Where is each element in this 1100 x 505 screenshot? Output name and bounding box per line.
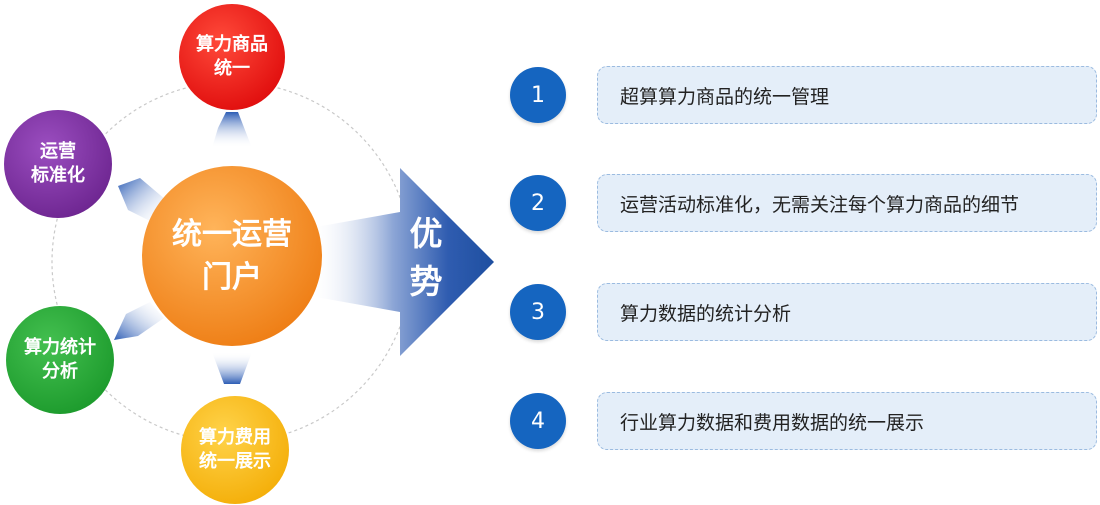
advantage-item-1: 超算算力商品的统一管理 <box>597 66 1097 124</box>
node-cost <box>181 396 289 504</box>
advantage-arrow <box>310 168 494 356</box>
center-hub <box>142 166 322 346</box>
advantage-item-4: 行业算力数据和费用数据的统一展示 <box>597 392 1097 450</box>
item-number-4: 4 <box>510 393 566 449</box>
node-goods-label: 算力商品 统一 <box>196 33 268 79</box>
node-ops-label: 运营 标准化 <box>31 140 85 186</box>
node-stats-label: 算力统计 分析 <box>24 336 96 382</box>
advantage-label: 优 势 <box>409 214 443 301</box>
advantage-item-2: 运营活动标准化，无需关注每个算力商品的细节 <box>597 174 1097 232</box>
node-stats <box>6 306 114 414</box>
node-ops <box>4 110 112 218</box>
center-hub-label: 统一运营 门户 <box>172 216 292 296</box>
item-number-1: 1 <box>510 67 566 123</box>
item-number-2: 2 <box>510 175 566 231</box>
advantage-item-3: 算力数据的统计分析 <box>597 283 1097 341</box>
node-cost-label: 算力费用 统一展示 <box>199 426 271 472</box>
node-goods <box>179 4 285 110</box>
arrow-to-ops <box>118 178 166 222</box>
arrow-to-goods <box>212 112 252 148</box>
item-number-3: 3 <box>510 284 566 340</box>
arrow-to-stats <box>114 302 164 340</box>
arrow-to-cost <box>212 352 252 384</box>
